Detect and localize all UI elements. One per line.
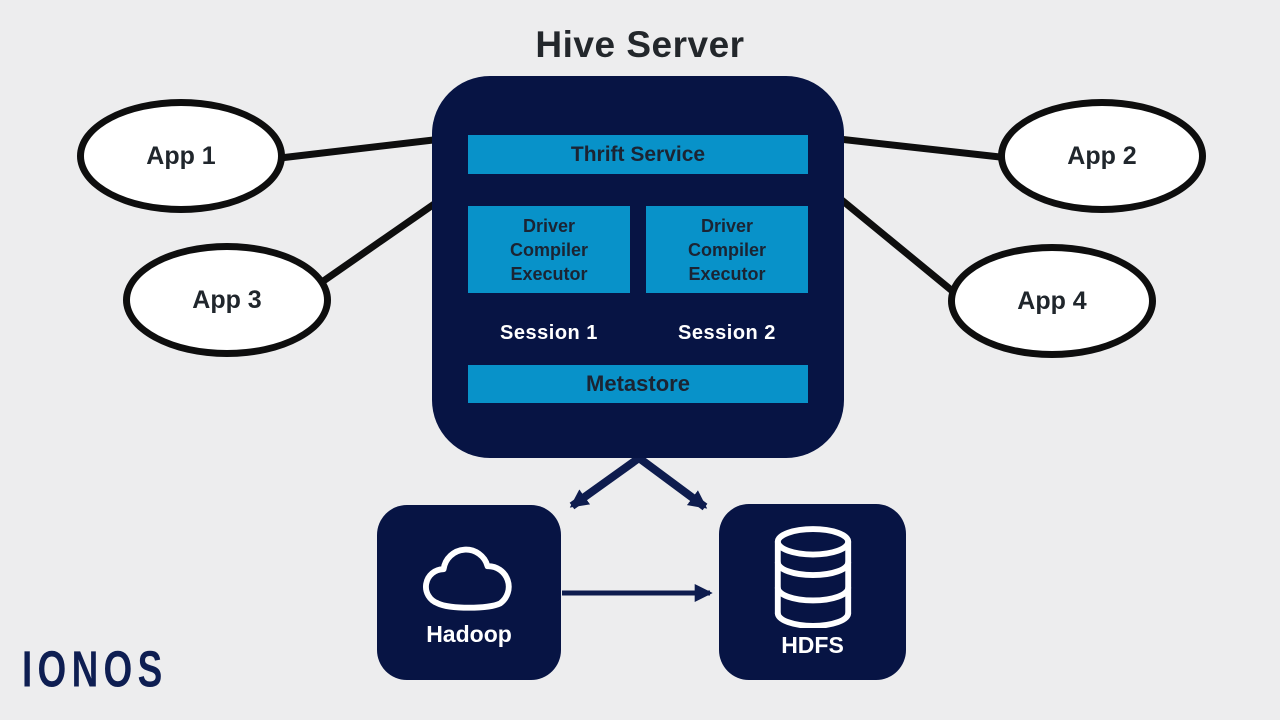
- ionos-logo: IONOS: [22, 640, 168, 698]
- hive-server-box: Thrift Service Driver Compiler Executor …: [432, 76, 844, 458]
- hadoop-label: Hadoop: [426, 621, 512, 647]
- app-1-label: App 1: [146, 141, 216, 170]
- app-2-node: App 2: [998, 99, 1206, 213]
- app-4-node: App 4: [948, 244, 1156, 358]
- app-1-node: App 1: [77, 99, 285, 213]
- cloud-icon: [423, 546, 512, 611]
- session-2-label: Session 2: [678, 322, 776, 344]
- session-1-label: Session 1: [500, 322, 598, 344]
- hadoop-node: Hadoop: [377, 505, 561, 680]
- app-3-label: App 3: [192, 285, 262, 314]
- driver-compiler-executor-box-1: Driver Compiler Executor: [468, 206, 630, 293]
- database-icon: [774, 526, 851, 628]
- page-title: Hive Server: [535, 24, 745, 65]
- app-2-label: App 2: [1067, 141, 1137, 170]
- arrow-app2-to-thrift: [817, 128, 1001, 161]
- metastore-box: Metastore: [468, 365, 808, 403]
- hdfs-label: HDFS: [781, 632, 844, 658]
- app-4-label: App 4: [1017, 286, 1087, 315]
- thrift-service-box: Thrift Service: [468, 135, 808, 174]
- driver-compiler-executor-box-2: Driver Compiler Executor: [646, 206, 808, 293]
- hdfs-node: HDFS: [719, 504, 906, 680]
- app-3-node: App 3: [123, 243, 331, 357]
- arrow-hive-to-hdfs: [636, 454, 708, 511]
- arrow-hive-to-hadoop: [569, 454, 642, 510]
